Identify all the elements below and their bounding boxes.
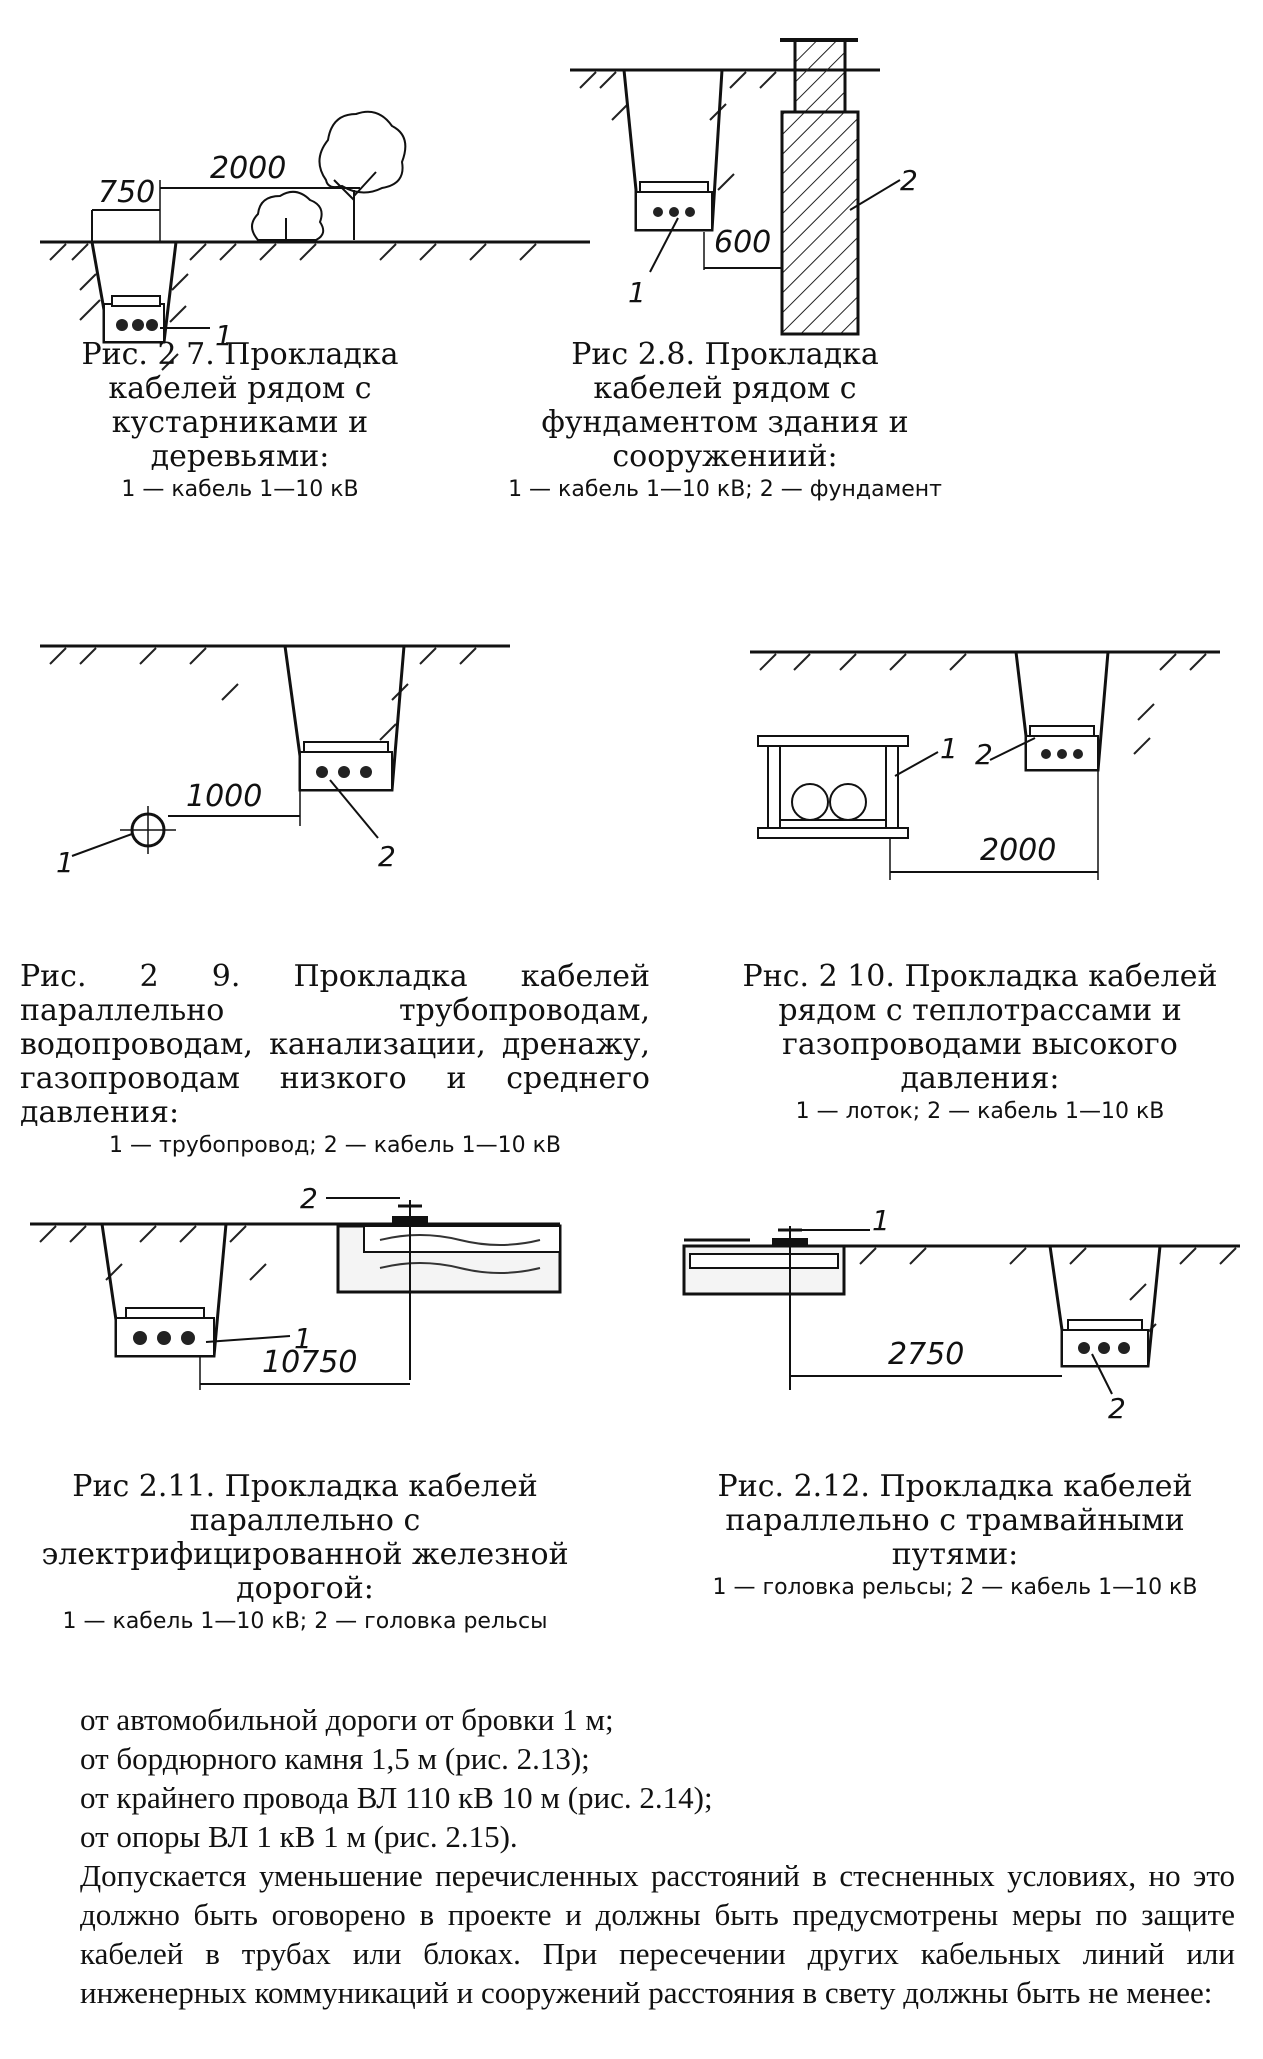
figure-2-10-drawing: 1 2 2000	[750, 650, 1220, 880]
distance-item: от бордюрного камня 1,5 м (рис. 2.13);	[80, 1741, 590, 1776]
foundation-upper	[793, 38, 847, 114]
figure-caption-legend: 1 — кабель 1—10 кВ; 2 — головка рельсы	[62, 1609, 548, 1634]
figure-2-9: 2 1 1000 Рис. 2 9. Прокладка кабелей пар…	[0, 620, 650, 1158]
fig29-label-1: 1	[56, 846, 74, 879]
figure-2-8: 1 2 600 Рис 2.8. Прокладка кабелей рядом…	[500, 38, 1263, 502]
fig211-label-1: 1	[294, 1322, 312, 1355]
figure-caption-legend: 1 — лоток; 2 — кабель 1—10 кВ	[795, 1099, 1165, 1124]
figure-caption-title: Рис. 2 7. Прокладка кабелей рядом с куст…	[81, 337, 399, 474]
figure-caption-legend: 1 — кабель 1—10 кВ; 2 — фундамент	[508, 477, 942, 502]
railway-bed	[336, 1224, 562, 1294]
distance-item: от опоры ВЛ 1 кВ 1 м (рис. 2.15).	[80, 1819, 518, 1854]
figure-2-9-drawing: 2 1 1000	[40, 644, 510, 879]
figure-2-12-caption: Рис. 2.12. Прокладка кабелей параллельно…	[660, 1470, 1250, 1602]
figure-2-11-drawing: 1 2 10750	[30, 1182, 562, 1390]
tram-track-bed	[682, 1238, 846, 1296]
fig27-label-1: 1	[215, 319, 233, 352]
body-paragraph: Допускается уменьшение перечисленных рас…	[80, 1858, 1235, 2010]
fig28-dim-600: 600	[714, 225, 771, 260]
distance-item: от автомобильной дороги от бровки 1 м;	[80, 1702, 614, 1737]
fig212-label-1: 1	[872, 1204, 890, 1237]
fig27-dim-2000: 2000	[210, 151, 286, 186]
figure-2-12-drawing: 2 1 2750	[682, 1204, 1240, 1425]
fig212-label-2: 2	[1108, 1392, 1126, 1425]
fig210-label-2: 2	[975, 738, 993, 771]
fig211-label-2: 2	[300, 1182, 318, 1215]
fig29-dim-1000: 1000	[186, 779, 262, 814]
figure-2-12: 2 1 2750 Рис. 2.12. Прокладка кабелей па…	[660, 1190, 1263, 1660]
body-text: от автомобильной дороги от бровки 1 м; о…	[80, 1700, 1235, 2012]
fig211-dim-10750: 10750	[262, 1345, 357, 1380]
figure-caption-title: Рис. 2 9. Прокладка кабелей параллельно …	[20, 959, 650, 1130]
fig28-label-2: 2	[900, 164, 918, 197]
figure-2-10: 1 2 2000 Рнс. 2 10. Прокладка кабелей ря…	[690, 640, 1263, 1124]
rail-head-icon	[392, 1216, 428, 1224]
figure-2-9-caption: Рис. 2 9. Прокладка кабелей параллельно …	[20, 960, 650, 1160]
figure-2-11: 1 2 10750 Рис 2.11. Прокладка кабелей па…	[0, 1180, 640, 1660]
figure-2-8-drawing: 1 2 600	[570, 38, 918, 336]
fig28-label-1: 1	[628, 276, 646, 309]
trough-icon	[757, 735, 909, 839]
distance-item: от крайнего провода ВЛ 110 кВ 10 м (рис.…	[80, 1780, 713, 1815]
figure-2-7: 1 750 2000 Рис. 2 7. Прокладка кабелей р…	[0, 60, 620, 502]
fig212-dim-2750: 2750	[888, 1337, 964, 1372]
figure-2-7-drawing: 1 750 2000	[40, 110, 590, 371]
figure-caption-legend: 1 — головка рельсы; 2 — кабель 1—10 кВ	[712, 1575, 1198, 1600]
fig210-dim-2000: 2000	[980, 833, 1056, 868]
fig29-label-2: 2	[378, 840, 396, 873]
figure-caption-title: Рнс. 2 10. Прокладка кабелей рядом с теп…	[742, 959, 1218, 1096]
figure-caption-title: Рис. 2.12. Прокладка кабелей параллельно…	[717, 1469, 1193, 1572]
figure-2-8-caption: Рис 2.8. Прокладка кабелей рядом с фунда…	[505, 338, 945, 504]
figure-2-7-caption: Рис. 2 7. Прокладка кабелей рядом с куст…	[20, 338, 460, 504]
fig27-dim-750: 750	[98, 175, 155, 210]
rail-head-icon	[772, 1238, 808, 1246]
figure-caption-legend: 1 — кабель 1—10 кВ	[121, 477, 359, 502]
figure-2-11-caption: Рис 2.11. Прокладка кабелей параллельно …	[15, 1470, 595, 1636]
figure-caption-legend: 1 — трубопровод; 2 — кабель 1—10 кВ	[109, 1133, 561, 1158]
foundation-lower	[780, 110, 860, 336]
figure-caption-title: Рис 2.11. Прокладка кабелей параллельно …	[41, 1469, 569, 1606]
fig210-label-1: 1	[940, 732, 958, 765]
figure-caption-title: Рис 2.8. Прокладка кабелей рядом с фунда…	[541, 337, 909, 474]
figure-2-10-caption: Рнс. 2 10. Прокладка кабелей рядом с теп…	[720, 960, 1240, 1126]
tree-icon	[318, 110, 407, 240]
bush-icon	[251, 190, 325, 241]
